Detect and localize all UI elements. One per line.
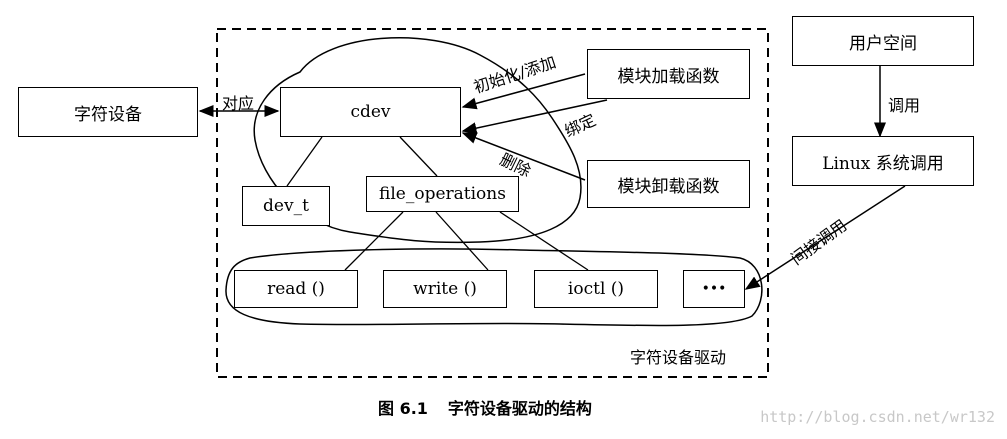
module-unload-box: 模块卸载函数 bbox=[587, 160, 750, 208]
fops-to-ioctl-line bbox=[499, 211, 589, 271]
bind-arrow bbox=[461, 99, 608, 135]
user-space-label: 用户空间 bbox=[849, 33, 917, 54]
call-label: 调用 bbox=[888, 96, 921, 115]
fops-to-read-line bbox=[344, 211, 404, 271]
ioctl-label: ioctl () bbox=[567, 279, 625, 299]
linux-syscall-box: Linux 系统调用 bbox=[792, 136, 974, 186]
watermark-url: http://blog.csdn.net/wr132 bbox=[760, 408, 995, 426]
cdev-to-fops-line bbox=[399, 136, 438, 177]
file-operations-box: file_operations bbox=[366, 176, 519, 212]
more-functions-box: ••• bbox=[683, 270, 745, 308]
read-box: read () bbox=[234, 270, 358, 308]
more-functions-label: ••• bbox=[701, 281, 727, 297]
cdev-box: cdev bbox=[280, 87, 461, 137]
cdev-group-outline bbox=[253, 37, 582, 244]
read-label: read () bbox=[267, 279, 325, 299]
figure-caption: 图 6.1 字符设备驱动的结构 bbox=[378, 395, 592, 419]
module-unload-label: 模块卸载函数 bbox=[617, 176, 720, 197]
module-load-label: 模块加载函数 bbox=[617, 66, 720, 87]
write-label: write () bbox=[413, 279, 477, 299]
functions-group-outline bbox=[225, 248, 763, 327]
fops-to-write-line bbox=[435, 211, 489, 271]
devt-box: dev_t bbox=[242, 186, 330, 226]
linux-syscall-label: Linux 系统调用 bbox=[822, 153, 944, 174]
module-load-box: 模块加载函数 bbox=[587, 49, 750, 99]
char-device-box: 字符设备 bbox=[18, 87, 198, 137]
figure-title: 字符设备驱动的结构 bbox=[447, 399, 592, 418]
driver-region-label: 字符设备驱动 bbox=[630, 348, 727, 367]
char-device-label: 字符设备 bbox=[74, 104, 142, 125]
user-space-box: 用户空间 bbox=[792, 16, 974, 66]
file-operations-label: file_operations bbox=[379, 184, 506, 204]
correspond-label: 对应 bbox=[222, 94, 255, 113]
delete-arrow bbox=[461, 132, 586, 181]
cdev-label: cdev bbox=[350, 102, 391, 122]
cdev-to-devt-line bbox=[286, 136, 323, 187]
devt-label: dev_t bbox=[263, 196, 309, 216]
write-box: write () bbox=[383, 270, 507, 308]
ioctl-box: ioctl () bbox=[534, 270, 658, 308]
driver-region-border bbox=[216, 28, 769, 378]
figure-number: 图 6.1 bbox=[378, 399, 428, 418]
init-add-arrow bbox=[461, 73, 586, 110]
indirect-call-arrow bbox=[744, 185, 906, 290]
